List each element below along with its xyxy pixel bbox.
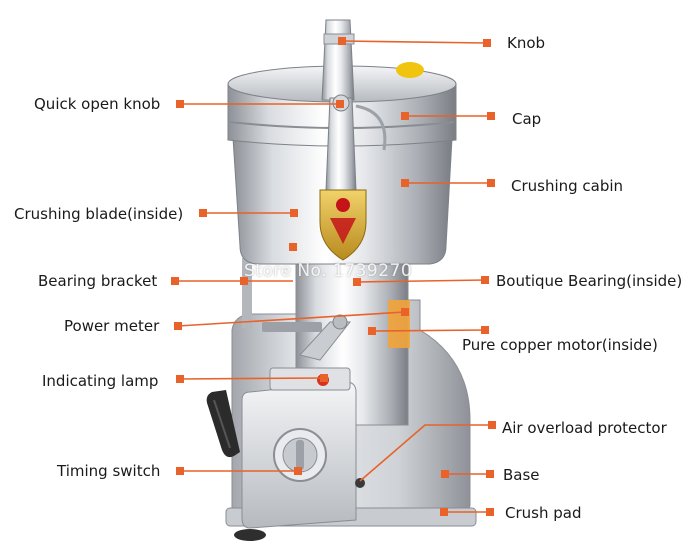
leader-boutique-bearing	[356, 279, 486, 283]
power-meter	[262, 322, 322, 332]
crush-pad-left	[234, 529, 266, 541]
leader-pure-copper-motor	[371, 329, 486, 332]
label-air-overload-protector: Air overload protector	[502, 419, 667, 437]
label-crushing-cabin: Crushing cabin	[511, 177, 624, 195]
leader-air-overload-protector	[359, 424, 492, 482]
bearing-bracket	[242, 258, 252, 328]
label-cap: Cap	[512, 110, 542, 128]
air-overload-protector	[355, 478, 365, 488]
knob-handle	[321, 19, 355, 101]
quick-open-clamp	[325, 97, 357, 191]
store-watermark: Store No. 1739270	[244, 261, 413, 281]
label-bearing-bracket: Bearing bracket	[38, 272, 158, 290]
lid-sticker	[396, 62, 424, 78]
leader-lines	[175, 40, 492, 513]
label-timing-switch: Timing switch	[57, 462, 161, 480]
label-crush-pad: Crush pad	[505, 504, 582, 522]
side-handle	[206, 390, 240, 458]
label-quick-open-knob: Quick open knob	[34, 95, 161, 113]
label-pure-copper-motor: Pure copper motor(inside)	[462, 336, 658, 354]
leader-power-meter	[177, 311, 406, 327]
label-indicating-lamp: Indicating lamp	[42, 372, 159, 390]
motor-sticker	[388, 300, 410, 348]
label-base: Base	[503, 466, 540, 484]
label-power-meter: Power meter	[64, 317, 160, 335]
grinder-illustration	[206, 19, 477, 541]
leader-indicating-lamp	[179, 377, 325, 380]
label-boutique-bearing: Boutique Bearing(inside)	[496, 272, 683, 290]
leader-knob	[341, 40, 487, 44]
label-crushing-blade: Crushing blade(inside)	[14, 205, 184, 223]
leader-markers	[171, 37, 496, 516]
label-knob: Knob	[507, 34, 546, 52]
